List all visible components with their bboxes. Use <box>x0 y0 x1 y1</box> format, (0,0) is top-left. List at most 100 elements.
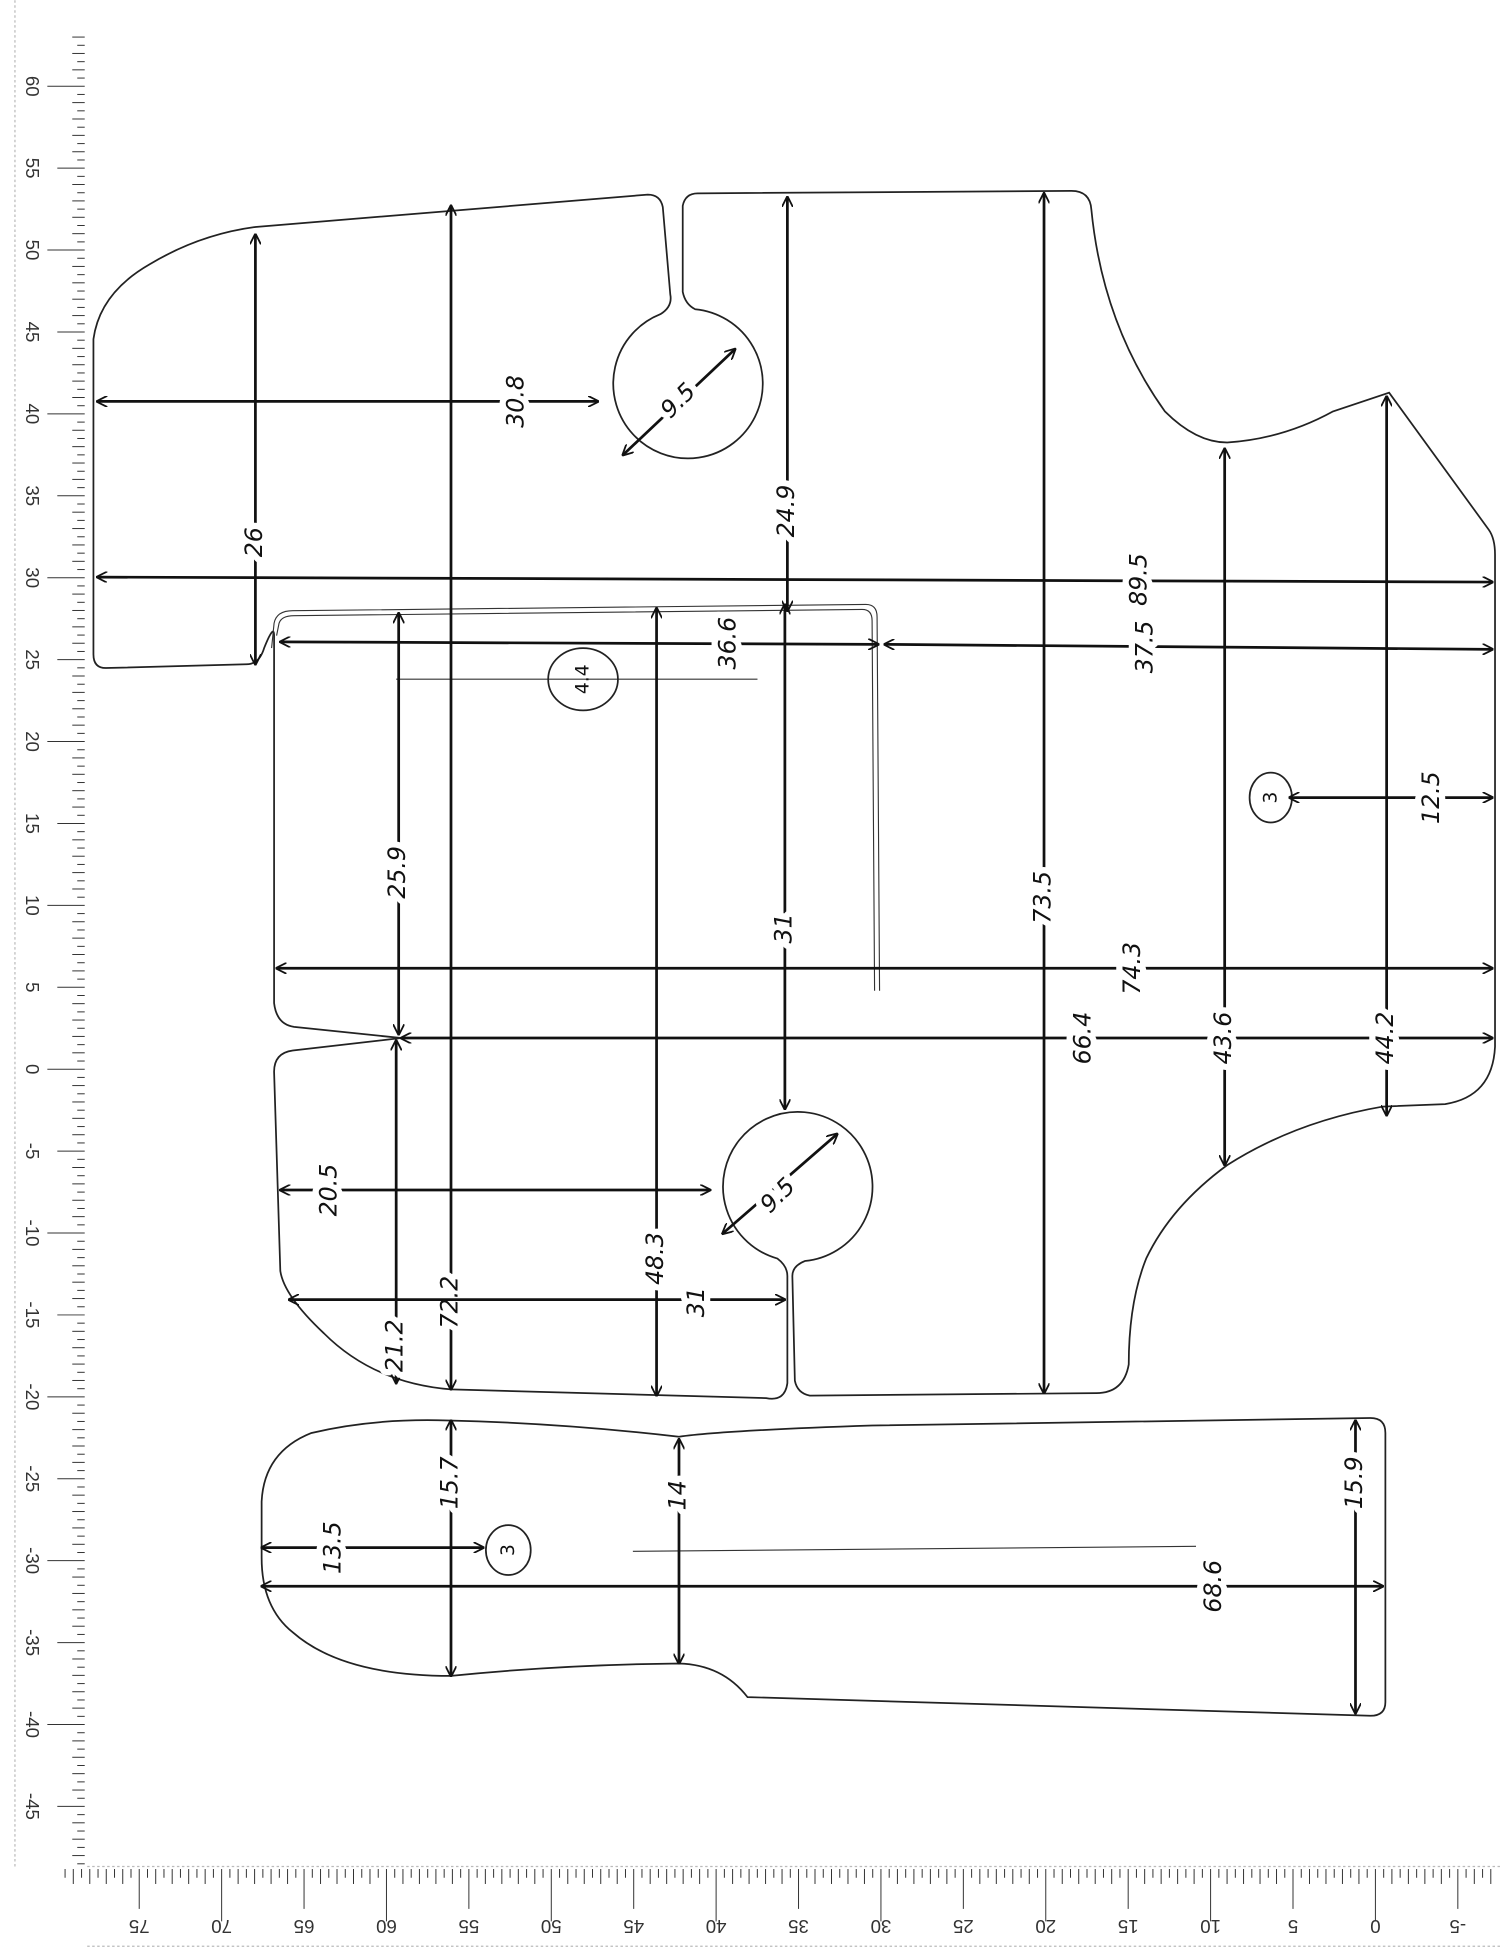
ruler-label: -25 <box>22 1465 43 1492</box>
dimension-26: 26 <box>234 234 274 664</box>
dimension-66-4: 66.4 <box>401 1005 1492 1071</box>
dimension-31-bottom: 31 <box>289 1281 785 1323</box>
dimension-label: 31 <box>769 913 797 943</box>
dimension-label: 89.5 <box>1124 553 1152 606</box>
dimension-14: 14 <box>657 1439 698 1663</box>
dimension-21-2: 21.2 <box>374 1041 415 1384</box>
ruler-label: -35 <box>22 1629 43 1656</box>
vertical-ruler: 605550454035302520151050-5-10-15-20-25-3… <box>14 0 85 1870</box>
ruler-label: 35 <box>22 485 43 506</box>
dimension-arrow <box>280 642 878 644</box>
hole-label: 3 <box>498 1544 519 1556</box>
hole-3-strip: 3 <box>485 1524 532 1576</box>
dimension-label: 9.5 <box>754 1172 800 1218</box>
dimension-25-9: 25.9 <box>377 613 417 1034</box>
ruler-label: 15 <box>1118 1916 1139 1937</box>
dimension-89-5: 89.5 <box>97 547 1492 612</box>
dimension-label: 21.2 <box>381 1319 409 1372</box>
dimension-label: 25.9 <box>383 846 411 899</box>
ruler-label: 25 <box>953 1916 974 1937</box>
hole-label: 3 <box>1260 792 1281 804</box>
main-piece-outline <box>92 189 1496 1400</box>
dimension-48-3: 48.3 <box>635 608 675 1395</box>
ruler-label: -20 <box>22 1383 43 1410</box>
ruler-label: -10 <box>22 1220 43 1247</box>
ruler-label: 5 <box>1288 1916 1298 1937</box>
dimension-37-5: 37.5 <box>885 614 1493 679</box>
dimension-9-5-top: 9.5 <box>623 349 735 455</box>
dimension-30-8: 30.8 <box>97 369 598 434</box>
ruler-label: 0 <box>22 1064 43 1074</box>
ruler-label: 55 <box>22 158 43 179</box>
ruler-label: 30 <box>871 1916 892 1937</box>
ruler-label: 5 <box>22 982 43 992</box>
ruler-label: 45 <box>623 1916 644 1937</box>
dimension-12-5: 12.5 <box>1289 765 1492 830</box>
dimension-72-2: 72.2 <box>429 206 470 1390</box>
ruler-label: 0 <box>1370 1916 1380 1937</box>
circle-marker <box>485 1524 532 1576</box>
dimension-label: 73.5 <box>1029 871 1057 924</box>
dimension-label: 15.9 <box>1340 1456 1368 1509</box>
ruler-label: 25 <box>22 649 43 670</box>
ruler-label: -30 <box>22 1547 43 1574</box>
dimension-31-top: 31 <box>763 604 804 1109</box>
dimension-73-5: 73.5 <box>1022 193 1063 1393</box>
dimension-43-6: 43.6 <box>1203 449 1243 1165</box>
dimension-label: 31 <box>682 1287 710 1317</box>
ruler-label: 55 <box>458 1916 479 1937</box>
ruler-label: 75 <box>129 1916 150 1937</box>
strip-center-line <box>632 1545 1197 1552</box>
ruler-label: 10 <box>22 895 43 916</box>
dimension-label: 13.5 <box>318 1521 346 1574</box>
dimension-9-5-bottom: 9.5 <box>723 1134 838 1234</box>
dimension-arrow <box>885 644 1493 649</box>
ruler-label: 35 <box>788 1916 809 1937</box>
dimension-label: 68.6 <box>1199 1560 1227 1613</box>
ruler-label: -45 <box>22 1793 43 1820</box>
ruler-label: 65 <box>294 1916 315 1937</box>
dimension-label: 24.9 <box>772 485 800 538</box>
dimension-arrow <box>723 1134 838 1234</box>
ruler-label: 40 <box>22 403 43 424</box>
slit-line-inner <box>276 608 876 991</box>
dimension-arrow <box>97 577 1492 582</box>
dimension-label: 37.5 <box>1131 621 1159 674</box>
dimension-36-6: 36.6 <box>280 611 878 676</box>
ruler-label: 10 <box>1200 1916 1221 1937</box>
vertical-ruler-ticks <box>47 36 85 1865</box>
ruler-label: 60 <box>22 76 43 97</box>
dimension-label: 48.3 <box>641 1232 669 1285</box>
dimension-label: 20.5 <box>315 1164 343 1217</box>
dimension-lines: 26 30.8 9.5 24.9 89.5 36.6 37.5 12.5 25.9 31 73.5 7… <box>97 193 1492 1713</box>
vertical-ruler-labels: 605550454035302520151050-5-10-15-20-25-3… <box>22 76 43 1820</box>
dimension-label: 72.2 <box>435 1276 463 1329</box>
dimension-44-2: 44.2 <box>1365 396 1405 1115</box>
dimension-label: 36.6 <box>713 617 741 670</box>
dimension-label: 66.4 <box>1068 1012 1096 1065</box>
ruler-label: -5 <box>1450 1916 1467 1937</box>
ruler-label: 50 <box>541 1916 562 1937</box>
ruler-label: 40 <box>706 1916 727 1937</box>
ruler-label: 20 <box>1035 1916 1056 1937</box>
ruler-label: 60 <box>376 1916 397 1937</box>
dimension-label: 30.8 <box>502 375 530 428</box>
ruler-label: 50 <box>22 240 43 261</box>
dimension-24-9: 24.9 <box>766 197 806 611</box>
ruler-label: -5 <box>22 1143 43 1160</box>
dimension-20-5: 20.5 <box>280 1157 710 1223</box>
dimension-15-9: 15.9 <box>1334 1421 1374 1714</box>
slit-line <box>271 603 881 991</box>
hole-3-right: 3 <box>1248 771 1293 824</box>
ruler-label: -40 <box>22 1711 43 1738</box>
dimension-arrow <box>623 349 735 455</box>
ruler-label: 70 <box>211 1916 232 1937</box>
hole-label: 4.4 <box>573 664 594 694</box>
ruler-label: 15 <box>22 813 43 834</box>
ruler-label: 45 <box>22 322 43 343</box>
dimension-74-3: 74.3 <box>277 936 1493 1001</box>
strip-piece-outline <box>260 1417 1387 1717</box>
